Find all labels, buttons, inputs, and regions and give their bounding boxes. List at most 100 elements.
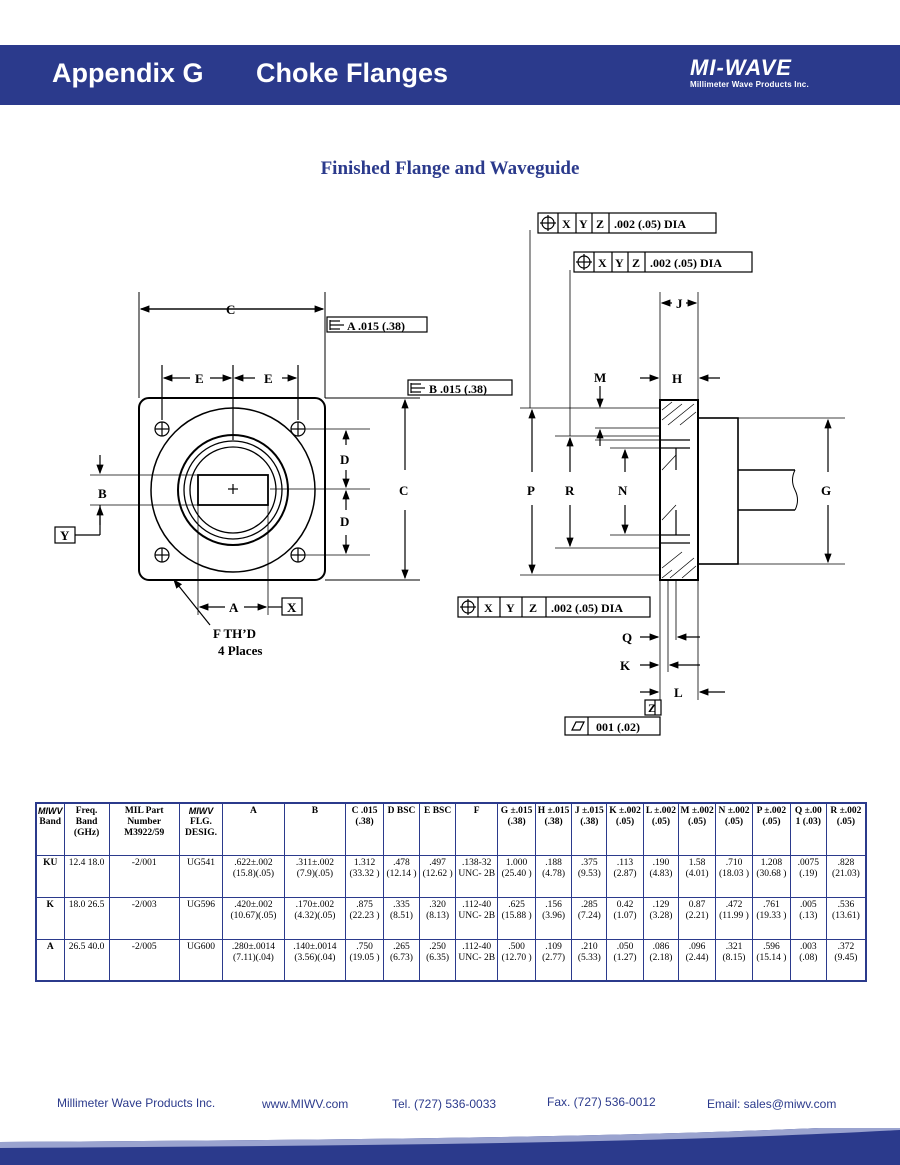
tol-frame-1-x: X xyxy=(562,217,571,231)
col-header-p: P ±.002 (.05) xyxy=(752,802,791,856)
col-header-c: C .015 (.38) xyxy=(345,802,384,856)
datum-x: X xyxy=(287,600,297,615)
table-cell: .129 (3.28) xyxy=(642,896,680,940)
table-cell: .472 (11.99 ) xyxy=(714,896,754,940)
table-cell: .335 (8.51) xyxy=(382,896,421,940)
dim-label-g: G xyxy=(821,483,831,498)
tol-frame-2-z: Z xyxy=(632,256,640,270)
table-cell: 12.4 18.0 xyxy=(63,854,110,898)
col-header-l: L ±.002 (.05) xyxy=(642,802,680,856)
table-cell: .0075 (.19) xyxy=(789,854,827,898)
tol-frame-1-z: Z xyxy=(596,217,604,231)
page-title: Choke Flanges xyxy=(256,58,449,88)
table-cell: 1.000 (25.40 ) xyxy=(497,854,536,898)
appendix-label: Appendix G xyxy=(52,58,204,88)
table-cell: .086 (2.18) xyxy=(642,938,680,982)
page-header: Appendix G Choke Flanges MI-WAVE Millime… xyxy=(0,45,900,105)
table-cell: .372 (9.45) xyxy=(825,938,867,982)
tol-frame-3-y: Y xyxy=(506,601,515,615)
tol-frame-2-y: Y xyxy=(615,256,624,270)
table-cell: .285 (7.24) xyxy=(571,896,608,940)
footer-fax: Fax. (727) 536-0012 xyxy=(547,1095,656,1109)
table-cell: UG596 xyxy=(178,896,224,940)
footer-tel: Tel. (727) 536-0033 xyxy=(392,1097,497,1111)
dim-label-h: H xyxy=(672,371,682,386)
footer-website[interactable]: www.MIWV.com xyxy=(262,1097,349,1111)
flange-drawing-svg: C E E A .015 (.38) B .015 (.38) B Y D D … xyxy=(54,212,845,736)
table-cell: .420±.002 (10.67)(.05) xyxy=(222,896,285,940)
col-header-a: A xyxy=(222,802,285,856)
table-cell: A xyxy=(35,938,65,982)
dim-label-j: J xyxy=(676,296,683,311)
table-cell: .109 (2.77) xyxy=(534,938,573,982)
dim-label-q: Q xyxy=(622,630,632,645)
dim-label-c-top: C xyxy=(226,302,235,317)
table-cell: 18.0 26.5 xyxy=(63,896,110,940)
col-header-r: R ±.002 (.05) xyxy=(825,802,867,856)
tol-frame-2-x: X xyxy=(598,256,607,270)
table-cell: .156 (3.96) xyxy=(534,896,573,940)
table-cell: .536 (13.61) xyxy=(825,896,867,940)
table-cell: .003 (.08) xyxy=(789,938,827,982)
dim-label-k: K xyxy=(620,658,631,673)
logo-brand: MI-WAVE xyxy=(690,55,792,80)
table-cell: .005 (.13) xyxy=(789,896,827,940)
dim-label-b: B xyxy=(98,486,107,501)
col-header-n: N ±.002 (.05) xyxy=(714,802,754,856)
tol-frame-1-y: Y xyxy=(579,217,588,231)
dim-label-e-left: E xyxy=(195,371,204,386)
tol-frame-3-z: Z xyxy=(529,601,537,615)
footer-company: Millimeter Wave Products Inc. xyxy=(57,1096,216,1110)
datum-z: Z xyxy=(648,701,656,715)
col-header-freq: Freq. Band (GHz) xyxy=(63,802,110,856)
section-title: Finished Flange and Waveguide xyxy=(320,158,580,179)
table-cell: .096 (2.44) xyxy=(678,938,716,982)
datum-y: Y xyxy=(60,528,70,543)
table-cell: .250 (6.35) xyxy=(419,938,457,982)
col-header-g: G ±.015 (.38) xyxy=(497,802,536,856)
col-header-e: E BSC xyxy=(419,802,457,856)
dim-label-r: R xyxy=(565,483,575,498)
table-cell: .210 (5.33) xyxy=(571,938,608,982)
logo-tagline: Millimeter Wave Products Inc. xyxy=(690,80,809,89)
table-cell: .625 (15.88 ) xyxy=(497,896,536,940)
col-header-d: D BSC xyxy=(382,802,421,856)
dim-label-c-right: C xyxy=(399,483,408,498)
table-cell: .761 (19.33 ) xyxy=(752,896,791,940)
table-cell: .138-32 UNC- 2B xyxy=(455,854,499,898)
col-header-h: H ±.015 (.38) xyxy=(534,802,573,856)
table-cell: 0.42 (1.07) xyxy=(606,896,644,940)
tol-frame-3-x: X xyxy=(484,601,493,615)
table-cell: UG600 xyxy=(178,938,224,982)
table-cell: .112-40 UNC- 2B xyxy=(455,938,499,982)
table-cell: .311±.002 (7.9)(.05) xyxy=(283,854,347,898)
dim-label-n: N xyxy=(618,483,628,498)
table-cell: .188 (4.78) xyxy=(534,854,573,898)
col-header-b: B xyxy=(283,802,347,856)
flange-drawing: C E E A .015 (.38) B .015 (.38) B Y D D … xyxy=(0,190,900,750)
table-cell: .190 (4.83) xyxy=(642,854,680,898)
table-cell: .596 (15.14 ) xyxy=(752,938,791,982)
dim-label-p: P xyxy=(527,483,535,498)
table-cell: .140±.0014 (3.56)(.04) xyxy=(283,938,347,982)
dim-label-a: A xyxy=(229,600,239,615)
footer-email[interactable]: Email: sales@miwv.com xyxy=(707,1097,837,1111)
col-header-q: Q ±.00 1 (.03) xyxy=(789,802,827,856)
table-cell: 1.312 (33.32 ) xyxy=(345,854,384,898)
table-cell: .375 (9.53) xyxy=(571,854,608,898)
table-cell: .265 (6.73) xyxy=(382,938,421,982)
table-cell: 1.58 (4.01) xyxy=(678,854,716,898)
table-cell: -2/005 xyxy=(108,938,180,982)
dim-label-e-right: E xyxy=(264,371,273,386)
tol-frame-3-value: .002 (.05) DIA xyxy=(551,601,623,615)
table-cell: KU xyxy=(35,854,65,898)
footer-swoosh xyxy=(0,1128,900,1165)
tol-frame-1-value: .002 (.05) DIA xyxy=(614,217,686,231)
dim-label-d-upper: D xyxy=(340,452,349,467)
